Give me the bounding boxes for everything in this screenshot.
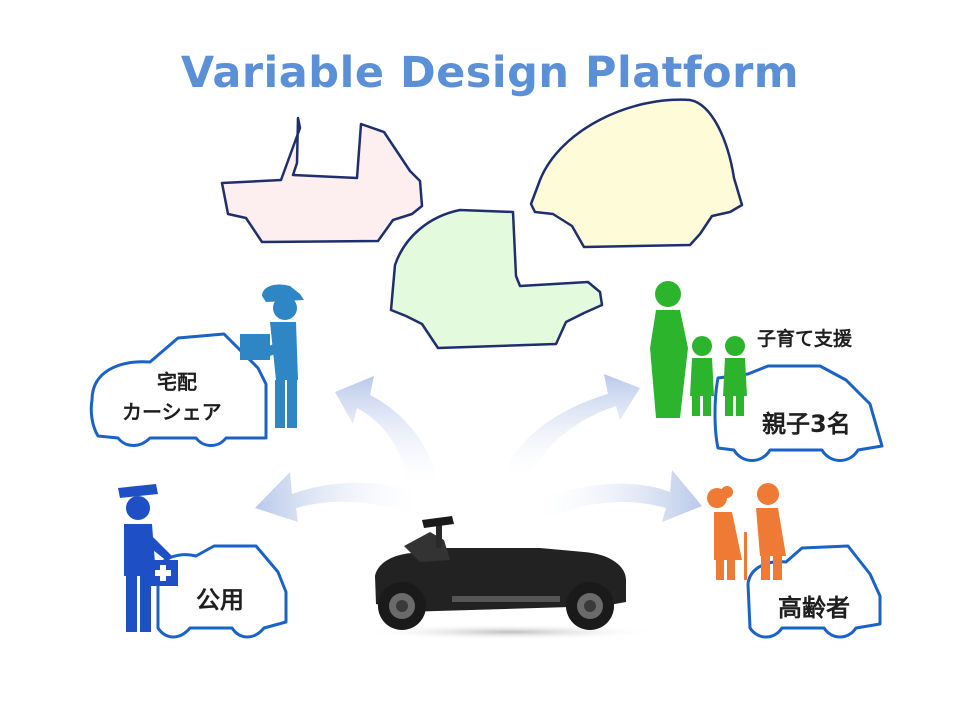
body-shell-green <box>389 208 604 350</box>
car-outline-public <box>156 544 288 639</box>
delivery-worker-icon <box>240 284 304 428</box>
arrow-up-right <box>506 374 640 476</box>
elderly-couple-icon <box>707 483 786 580</box>
body-shell-yellow <box>529 98 744 249</box>
label-delivery: 宅配 <box>157 370 197 394</box>
arrow-left <box>255 472 418 522</box>
public-official-icon <box>118 484 178 632</box>
car-outline-family <box>713 364 884 462</box>
label-parent-child: 親子3名 <box>762 410 851 438</box>
label-elderly: 高齢者 <box>778 594 850 622</box>
car-outline-delivery <box>89 332 268 447</box>
body-shell-pink <box>220 116 424 244</box>
page-title: Variable Design Platform <box>180 48 800 98</box>
arrow-up-left <box>335 376 438 484</box>
family-icon <box>650 281 747 418</box>
arrow-right <box>540 470 702 522</box>
label-childcare: 子育て支援 <box>757 328 853 350</box>
skateboard-chassis-icon <box>360 516 660 640</box>
label-carshare: カーシェア <box>122 400 222 424</box>
label-public: 公用 <box>196 586 244 614</box>
